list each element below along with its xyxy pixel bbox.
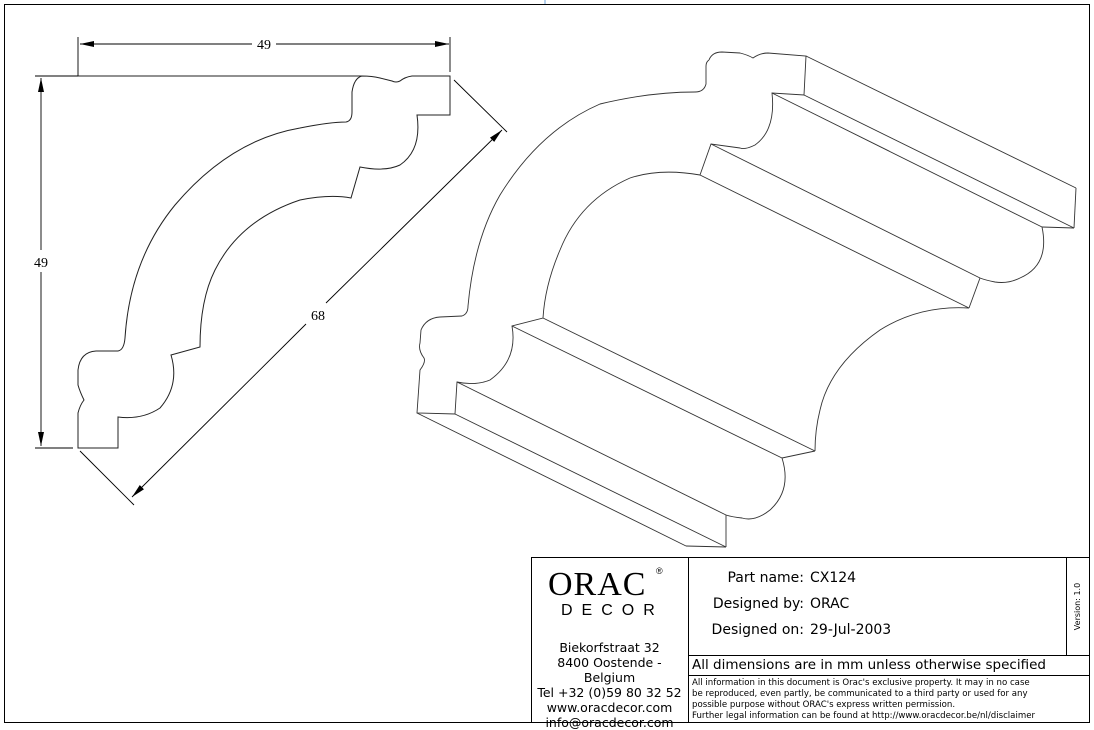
designed-on-label: Designed on: bbox=[711, 622, 804, 638]
address-website: www.oracdecor.com bbox=[546, 700, 673, 715]
legal-line: All information in this document is Orac… bbox=[692, 678, 1030, 688]
legal-notice: All information in this document is Orac… bbox=[692, 678, 1035, 722]
address-phone: Tel +32 (0)59 80 32 52 bbox=[537, 685, 682, 700]
designed-on-value: 29-Jul-2003 bbox=[810, 622, 892, 638]
logo-sub: DECOR bbox=[561, 602, 664, 619]
company-address: Biekorfstraat 32 8400 Oostende - Belgium… bbox=[531, 640, 688, 730]
dimension-width: 49 bbox=[257, 38, 271, 53]
legal-line: Further legal information can be found a… bbox=[692, 711, 1036, 721]
address-email: info@oracdecor.com bbox=[545, 715, 674, 730]
legal-line: be reproduced, even partly, be communica… bbox=[692, 689, 1028, 699]
address-street: Biekorfstraat 32 bbox=[559, 640, 660, 655]
drawing-frame bbox=[4, 4, 1090, 723]
isometric-view bbox=[416, 51, 1077, 548]
logo-registered-mark: ® bbox=[656, 566, 663, 576]
title-block-frame bbox=[531, 557, 1090, 723]
units-note: All dimensions are in mm unless otherwis… bbox=[692, 657, 1046, 673]
address-city: 8400 Oostende - Belgium bbox=[557, 655, 662, 685]
version-label: Version: 1.0 bbox=[1073, 582, 1083, 630]
dimension-diagonal: 68 bbox=[311, 309, 325, 324]
profile-section bbox=[77, 75, 451, 449]
logo-brand: ORAC bbox=[548, 566, 647, 603]
dimension-height: 49 bbox=[34, 256, 48, 271]
dimension-lines bbox=[35, 37, 508, 506]
designed-by-value: ORAC bbox=[810, 596, 850, 612]
designed-by-label: Designed by: bbox=[712, 596, 804, 612]
part-name-value: CX124 bbox=[810, 570, 857, 586]
legal-line: possible purpose without ORAC's express … bbox=[692, 700, 956, 710]
part-name-label: Part name: bbox=[727, 570, 804, 586]
